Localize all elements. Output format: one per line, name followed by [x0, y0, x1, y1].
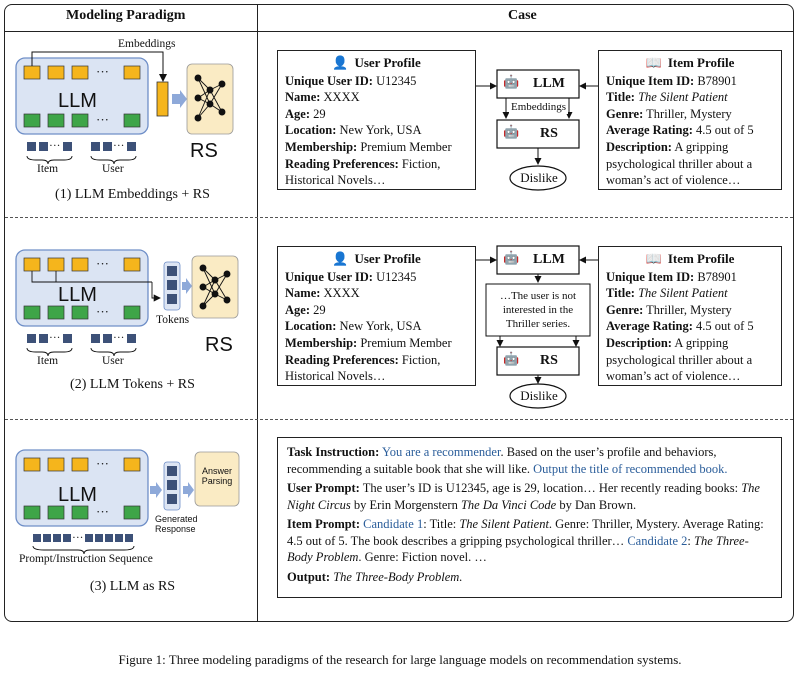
dislike-oval-1: [509, 165, 567, 191]
robot-icon-rs-2: 🤖: [503, 351, 520, 366]
user-label-1: User: [102, 163, 124, 175]
robot-icon-rs-1: 🤖: [503, 124, 520, 139]
dislike-label-1: Dislike: [520, 170, 558, 185]
caption-paradigm-2: (2) LLM Tokens + RS: [70, 377, 195, 392]
green-tokens-3: [23, 505, 141, 520]
case-llm-label-2: LLM: [533, 252, 565, 267]
robot-icon-llm-2: 🤖: [503, 250, 520, 265]
row-separator-2: [5, 419, 793, 420]
neural-net-icon-1: [194, 74, 226, 122]
green-tokens-1: [23, 113, 141, 128]
item-label-1: Item: [37, 163, 59, 175]
header-rule: [5, 31, 793, 32]
user-profile-box-1: 👤User Profile Unique User ID: U12345 Nam…: [277, 50, 476, 190]
caption-paradigm-3: (3) LLM as RS: [89, 579, 176, 594]
paradigm-diagrams: [15, 51, 240, 555]
user-profile-box-2: 👤User Profile Unique User ID: U12345 Nam…: [277, 246, 476, 386]
llm-box-case-2: [496, 245, 580, 275]
llm-label-2: LLM: [58, 284, 97, 306]
answer-parsing-block: [194, 451, 240, 507]
column-divider: [257, 4, 258, 622]
input-tokens-2: [27, 334, 136, 343]
arrow-3a: [150, 482, 162, 498]
ellipsis-3b: ···: [96, 504, 109, 519]
item-profile-box-2: 📖Item Profile Unique Item ID: B78901 Tit…: [598, 246, 782, 386]
task-prompt-box: Task Instruction: You are a recommender.…: [277, 437, 782, 598]
input-tokens-1: [27, 142, 136, 151]
ellipsis-1: ···: [96, 64, 109, 79]
case-llm-label-1: LLM: [533, 76, 565, 91]
dislike-label-2: Dislike: [520, 388, 558, 403]
ellipsis-1b: ···: [96, 112, 109, 127]
ellipsis-2: ···: [96, 256, 109, 271]
llm-box-case-1: [496, 69, 580, 99]
reasoning-box: [485, 283, 591, 337]
rs-box-case-1: [496, 119, 580, 149]
output: Output: The Three-Body Problem.: [287, 569, 463, 584]
ellipsis-in-1b: ···: [113, 140, 125, 152]
embedding-vector: [156, 81, 169, 117]
reasoning-text: …The user is not interested in the Thril…: [499, 290, 577, 330]
yellow-tokens-3: [23, 457, 141, 472]
ellipsis-in-2: ···: [49, 332, 61, 344]
llm-label-3: LLM: [58, 484, 97, 506]
case-flow-diagram: [476, 69, 598, 409]
ellipsis-in-1: ···: [49, 140, 61, 152]
figure-frame: [4, 4, 794, 622]
user-icon: 👤: [332, 55, 349, 70]
task-instruction: Task Instruction: You are a recommender.…: [287, 445, 728, 476]
arrow-3b: [183, 482, 194, 498]
arrow-2: [182, 278, 192, 294]
ellipsis-in-3: ···: [72, 532, 84, 544]
llm-label-1: LLM: [58, 90, 97, 112]
case-rs-label-1: RS: [540, 126, 558, 141]
book-icon: 📖: [645, 251, 662, 266]
rs-box-case-2: [496, 346, 580, 376]
prompt-sequence-label: Prompt/Instruction Sequence: [19, 553, 153, 565]
ellipsis-3: ···: [96, 456, 109, 471]
item-label-2: Item: [37, 355, 59, 367]
arrow-1: [172, 90, 187, 108]
rs-block-1: [186, 63, 234, 135]
robot-icon-llm-1: 🤖: [503, 74, 520, 89]
rs-block-2: [191, 255, 239, 319]
ellipsis-2b: ···: [96, 304, 109, 319]
embeddings-label: Embeddings: [118, 38, 176, 50]
item-profile-box-1: 📖Item Profile Unique Item ID: B78901 Tit…: [598, 50, 782, 190]
caption-paradigm-1: (1) LLM Embeddings + RS: [55, 187, 210, 202]
user-prompt: User Prompt: The user’s ID is U12345, ag…: [287, 481, 760, 512]
dislike-oval-2: [509, 383, 567, 409]
generated-response-label: Generated Response: [155, 514, 198, 534]
rs-label-1: RS: [190, 140, 218, 162]
ellipsis-in-2b: ···: [113, 332, 125, 344]
user-icon: 👤: [332, 251, 349, 266]
row-separator-1: [5, 217, 793, 218]
header-case: Case: [508, 8, 537, 23]
user-label-2: User: [102, 355, 124, 367]
book-icon: 📖: [645, 55, 662, 70]
tokens-label: Tokens: [156, 314, 190, 326]
yellow-tokens-2: [23, 257, 141, 272]
neural-net-icon-2: [199, 264, 231, 310]
green-tokens-2: [23, 305, 141, 320]
answer-parsing-label: Answer Parsing: [201, 466, 233, 486]
rs-label-2: RS: [205, 334, 233, 356]
prompt-tokens-3: [33, 534, 133, 542]
yellow-tokens-1: [23, 65, 141, 80]
figure-caption: Figure 1: Three modeling paradigms of th…: [118, 652, 682, 667]
header-modeling-paradigm: Modeling Paradigm: [66, 8, 186, 23]
item-prompt: Item Prompt: Candidate 1: Title: The Sil…: [287, 517, 764, 564]
case-rs-label-2: RS: [540, 353, 558, 368]
case-embeddings-label: Embeddings: [509, 101, 568, 114]
